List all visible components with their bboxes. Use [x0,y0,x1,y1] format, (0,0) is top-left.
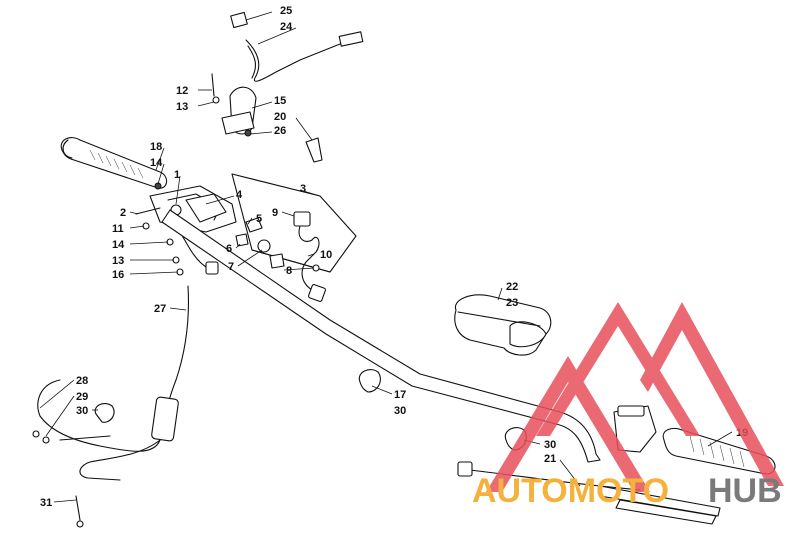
part-label: 21 [544,453,556,465]
throttle-cable [32,285,190,528]
part-label: 5 [256,213,262,225]
brake-lever [221,86,257,137]
part-label: 20 [274,111,286,123]
part-label: 24 [280,21,293,33]
part-label: 15 [274,95,286,107]
part-label: 13 [176,101,188,113]
right-grip [662,427,776,475]
part-label: 14 [112,239,125,251]
part-label: 9 [272,207,278,219]
part-label: 17 [394,389,406,401]
part-label: 30 [76,405,88,417]
part-label: 27 [154,303,166,315]
part-label: 3 [300,183,306,195]
part-label: 13 [112,255,124,267]
part-label: 12 [176,85,188,97]
part-label: 1 [174,169,180,181]
leader-lines [39,11,733,503]
handlebar-pad [454,294,552,356]
left-grip [60,137,168,189]
part-label: 18 [150,141,162,153]
part-label: 23 [506,297,518,309]
cable-clip [305,137,323,163]
grip-heater-element [457,461,721,525]
part-label: 14 [150,157,163,169]
part-label: 26 [274,125,286,137]
watermark-triangle-mark [486,302,784,492]
hardware-fasteners [135,73,320,276]
part-label: 4 [236,189,243,201]
heater-cable [230,11,364,82]
part-label: 11 [112,223,124,235]
part-label: 10 [320,249,332,261]
part-label: 28 [76,375,88,387]
part-label: 30 [544,439,556,451]
part-label: 7 [228,261,234,273]
switch-with-wiring [293,211,326,302]
part-label: 31 [40,497,52,509]
part-label: 22 [506,281,518,293]
watermark-text-automoto: AUTOMOTO [472,472,669,510]
part-label: 16 [112,269,124,281]
part-label: 30 [394,405,406,417]
automotohub-watermark-logo: AUTOMOTO HUB [472,302,784,510]
watermark-text-hub: HUB [708,472,782,510]
part-label: 25 [280,5,292,17]
part-label: 8 [286,265,292,277]
master-cylinder [613,405,657,453]
part-label: 2 [120,207,126,219]
part-label: 6 [226,243,232,255]
part-label: 29 [76,391,88,403]
